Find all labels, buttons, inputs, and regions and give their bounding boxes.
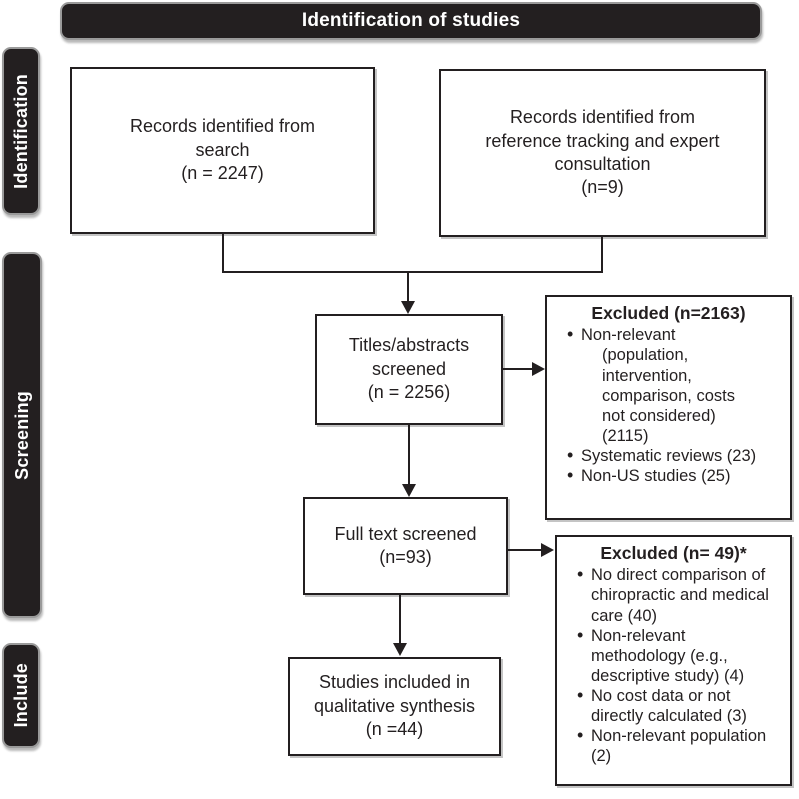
box-excluded-full-text: Excluded (n= 49)* No direct comparison o… (555, 535, 792, 786)
excluded2-bullet-1: No direct comparison of chiropractic and… (591, 566, 769, 625)
box-studies-included: Studies included in qualitative synthesi… (288, 657, 501, 756)
connector-fulltext-to-included (399, 595, 401, 644)
phase-bar-include: Include (2, 643, 40, 748)
phase-bar-screening: Screening (2, 252, 42, 618)
diagram-title: Identification of studies (301, 10, 521, 31)
connector-titles-to-excluded (503, 368, 533, 370)
box-full-text-screened: Full text screened (n=93) (303, 497, 508, 595)
list-item: No cost data or not directly calculated … (577, 685, 784, 726)
excluded1-list: Non-relevant (population, intervention, … (551, 324, 786, 487)
excluded1-bullet-1: Non-relevant (581, 326, 676, 345)
excluded1-bullet-1-detail: (population, intervention, comparison, c… (602, 346, 735, 445)
list-item: Non-relevant methodology (e.g., descript… (577, 625, 784, 686)
arrow-down-icon (393, 643, 407, 656)
list-item: No direct comparison of chiropractic and… (577, 564, 784, 625)
phase-bar-identification: Identification (2, 47, 40, 215)
arrow-down-icon (402, 484, 416, 497)
list-item: Non-relevant population (2) (577, 725, 784, 766)
connector-fulltext-to-excluded (508, 549, 542, 551)
excluded2-bullet-3: No cost data or not directly calculated … (591, 687, 747, 726)
connector-to-titles (407, 273, 409, 302)
box-records-search: Records identified from search (n = 2247… (70, 67, 375, 234)
excluded2-bullet-2: Non-relevant methodology (e.g., descript… (591, 626, 745, 685)
list-item: Systematic reviews (23) (567, 445, 784, 467)
phase-label-screening: Screening (11, 390, 32, 480)
box-excluded-titles-abstracts: Excluded (n=2163) Non-relevant (populati… (545, 295, 792, 520)
excluded1-title: Excluded (n=2163) (591, 303, 746, 323)
diagram-title-bar: Identification of studies (60, 2, 762, 40)
connector-titles-to-fulltext (408, 425, 410, 485)
arrow-down-icon (401, 301, 415, 314)
connector-left-records-down (222, 234, 224, 273)
connector-merge-horizontal (222, 271, 603, 273)
connector-right-records-down (601, 237, 603, 273)
excluded1-bullet-3: Non-US studies (25) (581, 467, 731, 486)
excluded2-title: Excluded (n= 49)* (600, 543, 747, 563)
arrow-right-icon (541, 543, 554, 557)
excluded2-list: No direct comparison of chiropractic and… (561, 564, 786, 766)
excluded1-bullet-2: Systematic reviews (23) (581, 447, 757, 466)
box-records-reference: Records identified from reference tracki… (439, 69, 766, 237)
phase-label-identification: Identification (10, 73, 31, 189)
list-item: Non-relevant (population, intervention, … (567, 324, 784, 446)
list-item: Non-US studies (25) (567, 465, 784, 487)
box-titles-abstracts-screened: Titles/abstracts screened (n = 2256) (315, 314, 503, 425)
phase-label-include: Include (10, 663, 31, 728)
arrow-right-icon (532, 362, 545, 376)
excluded2-bullet-4: Non-relevant population (2) (591, 727, 767, 766)
